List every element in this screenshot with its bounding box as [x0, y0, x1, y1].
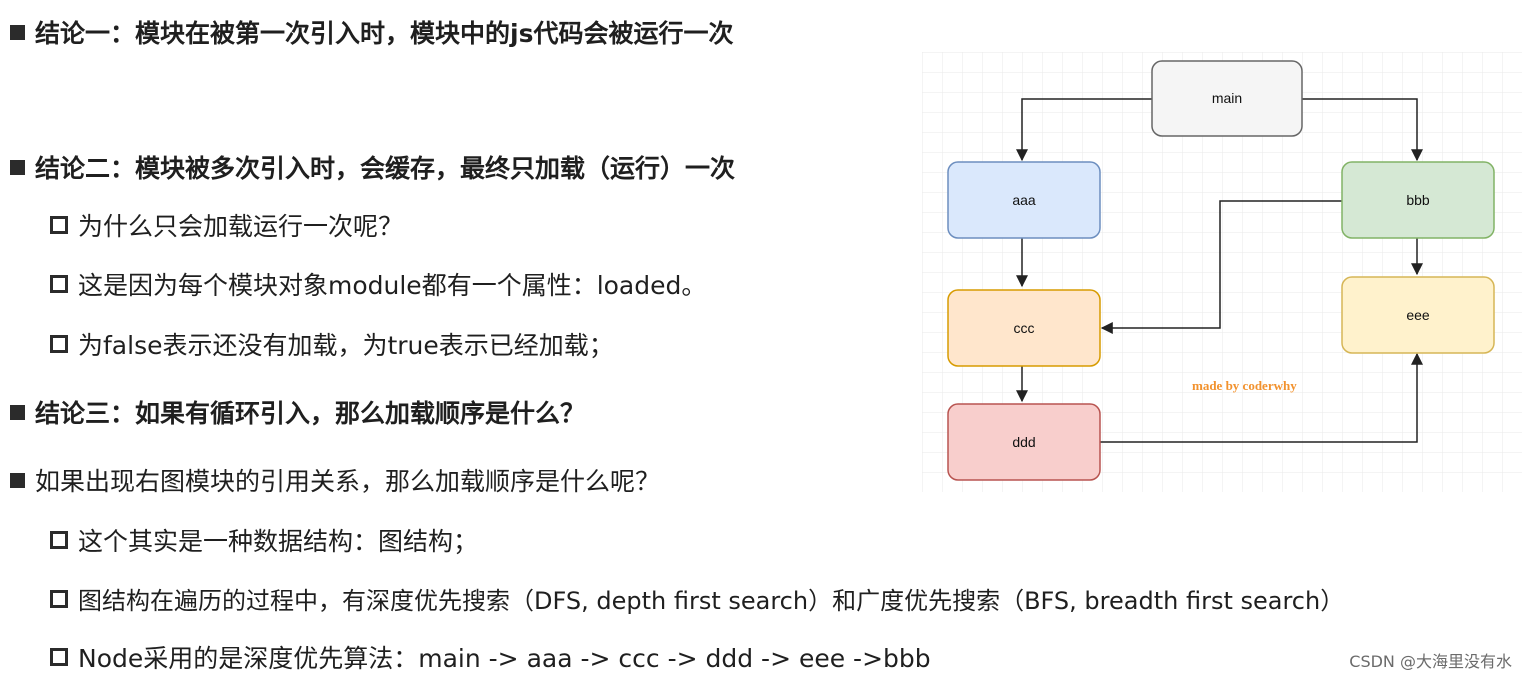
node-main: main: [1151, 60, 1303, 137]
node-ccc-label: ccc: [1014, 320, 1035, 336]
node-bbb-label: bbb: [1406, 192, 1430, 208]
conclusion-2-text: 结论二：模块被多次引入时，会缓存，最终只加载（运行）一次: [35, 154, 736, 183]
conclusion-3: 结论三：如果有循环引入，那么加载顺序是什么？: [10, 398, 585, 430]
sub-point-text: 为false表示还没有加载，为true表示已经加载；: [78, 331, 614, 360]
node-main-box: [1151, 60, 1303, 137]
node-ddd-box: [947, 403, 1101, 481]
bullet-square-icon: [10, 24, 25, 40]
node-eee-box: [1341, 276, 1495, 354]
conclusion-1: 结论一：模块在被第一次引入时，模块中的js代码会被运行一次: [10, 18, 733, 50]
sub-point: 为false表示还没有加载，为true表示已经加载；: [50, 330, 614, 362]
footer-credit: CSDN @大海里没有水: [1349, 652, 1512, 671]
bullet-hollow-square-icon: [50, 335, 68, 353]
node-bbb: bbb: [1341, 161, 1495, 239]
edge-main-aaa: [1016, 98, 1152, 162]
sub-point: 这个其实是一种数据结构：图结构；: [50, 526, 478, 558]
edge-main-bbb: [1302, 98, 1423, 162]
conclusion-2: 结论二：模块被多次引入时，会缓存，最终只加载（运行）一次: [10, 153, 735, 185]
conclusion-3-text: 结论三：如果有循环引入，那么加载顺序是什么？: [35, 399, 586, 428]
module-graph-diagram: main aaa bbb ccc eee ddd made by coderwh…: [922, 52, 1522, 492]
bullet-hollow-square-icon: [50, 275, 68, 293]
node-aaa-label: aaa: [1012, 192, 1036, 208]
node-ccc: ccc: [947, 289, 1101, 367]
question-line: 如果出现右图模块的引用关系，那么加载顺序是什么呢？: [10, 466, 660, 498]
node-bbb-box: [1341, 161, 1495, 239]
sub-point: 这是因为每个模块对象module都有一个属性：loaded。: [50, 270, 706, 302]
sub-point-text: 图结构在遍历的过程中，有深度优先搜索（DFS, depth first sear…: [78, 587, 1345, 615]
sub-point-text: 为什么只会加载运行一次呢？: [78, 212, 404, 241]
node-ddd-label: ddd: [1012, 434, 1035, 450]
node-ddd: ddd: [947, 403, 1101, 481]
edge-bbb-ccc: [1100, 200, 1342, 334]
bullet-square-icon: [10, 404, 25, 420]
bullet-hollow-square-icon: [50, 590, 68, 608]
conclusion-1-text: 结论一：模块在被第一次引入时，模块中的js代码会被运行一次: [35, 19, 734, 48]
node-eee-label: eee: [1406, 307, 1430, 323]
bullet-square-icon: [10, 159, 25, 175]
node-ccc-box: [947, 289, 1101, 367]
question-text: 如果出现右图模块的引用关系，那么加载顺序是什么呢？: [35, 467, 661, 496]
bullet-hollow-square-icon: [50, 531, 68, 549]
node-aaa-box: [947, 161, 1101, 239]
sub-point: 为什么只会加载运行一次呢？: [50, 211, 403, 243]
sub-point: 图结构在遍历的过程中，有深度优先搜索（DFS, depth first sear…: [50, 585, 1344, 617]
sub-point: Node采用的是深度优先算法：main -> aaa -> ccc -> ddd…: [50, 643, 931, 675]
sub-point-text: Node采用的是深度优先算法：main -> aaa -> ccc -> ddd…: [78, 644, 931, 673]
sub-point-text: 这是因为每个模块对象module都有一个属性：loaded。: [78, 271, 707, 300]
edge-ddd-eee: [1100, 352, 1423, 443]
sub-point-text: 这个其实是一种数据结构：图结构；: [78, 527, 479, 556]
node-aaa: aaa: [947, 161, 1101, 239]
bullet-hollow-square-icon: [50, 648, 68, 666]
node-eee: eee: [1341, 276, 1495, 354]
node-main-label: main: [1212, 90, 1242, 106]
bullet-square-icon: [10, 472, 25, 488]
bullet-hollow-square-icon: [50, 216, 68, 234]
diagram-watermark: made by coderwhy: [1192, 378, 1297, 393]
